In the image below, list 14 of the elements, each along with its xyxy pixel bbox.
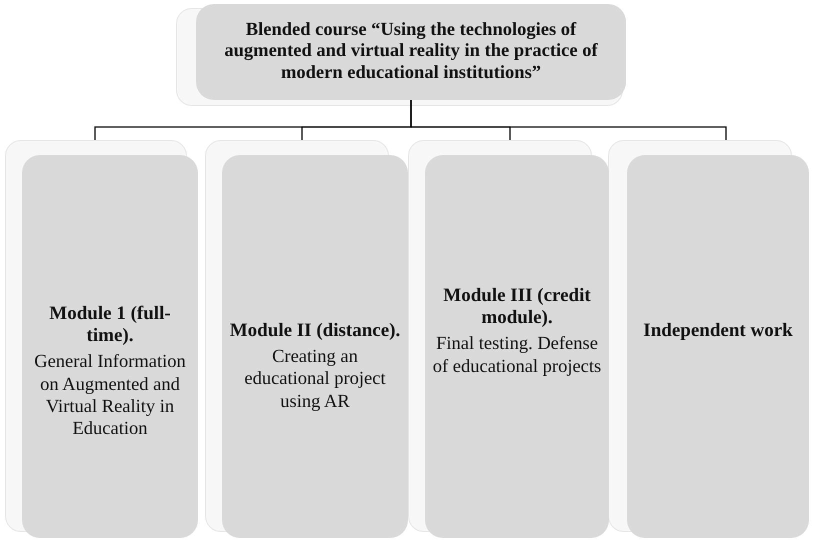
card-heading: Blended course “Using the technologies of augmented and virtual reality in the practice of modern educational institutions” [223,20,599,84]
module-card [222,155,408,538]
card-description: Creating an educational project using AR [243,346,387,413]
connector-line [410,100,727,140]
module-card [627,155,809,538]
card-heading: Module 1 (full-time). [48,303,172,348]
card-description: General Information on Augmented and Virtual Reality in Education [33,351,187,440]
module-card [22,155,198,538]
card-heading: Module II (distance). [230,320,400,342]
card-heading: Module III (credit module). [442,285,592,330]
card-heading: Independent work [643,320,793,342]
module-card [425,155,609,538]
title-box [196,4,626,100]
card-description: Final testing. Defense of educational projects [432,333,602,378]
